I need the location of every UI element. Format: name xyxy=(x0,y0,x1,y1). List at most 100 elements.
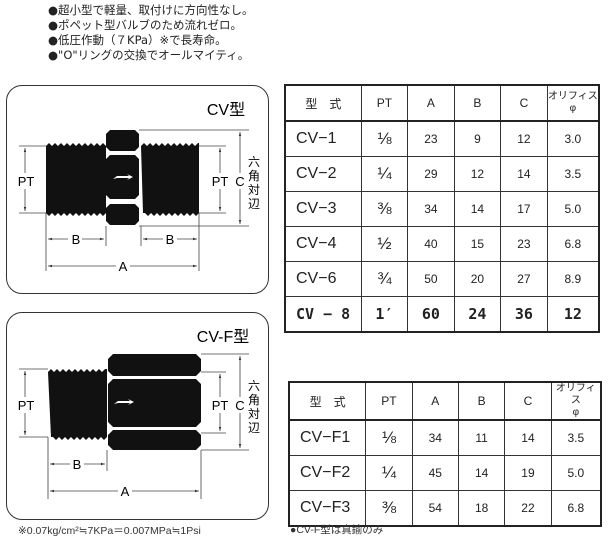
pt-cell: ¼ xyxy=(360,156,409,192)
column-header: C xyxy=(500,84,548,122)
model-cell: CV − 8 xyxy=(284,296,362,333)
b-cell: 14 xyxy=(453,191,502,227)
b-cell: 12 xyxy=(453,156,502,192)
c-cell: 22 xyxy=(504,490,552,527)
b-label: B xyxy=(72,232,81,247)
column-header: 型 式 xyxy=(284,84,362,122)
column-header: 型 式 xyxy=(288,381,367,421)
pt-cell: ¼ xyxy=(365,455,413,491)
model-cell: CV−2 xyxy=(284,156,362,192)
column-header: B xyxy=(453,84,502,122)
c-cell: 14 xyxy=(504,419,552,456)
pt-label: PT xyxy=(18,398,35,413)
orifice-cell: 3.0 xyxy=(546,120,600,157)
c-cell: 17 xyxy=(500,191,548,227)
b-cell: 24 xyxy=(453,296,502,333)
pt-cell: ⅛ xyxy=(365,419,413,456)
a-cell: 29 xyxy=(407,156,455,192)
column-header: A xyxy=(411,381,459,421)
a-label: A xyxy=(121,484,130,499)
hex-label: 角 xyxy=(248,393,260,407)
c-cell: 23 xyxy=(500,226,548,262)
hex-label: 六 xyxy=(248,155,260,169)
column-header: B xyxy=(457,381,506,421)
c-cell: 12 xyxy=(500,120,548,157)
b-label: B xyxy=(166,232,175,247)
c-cell: 36 xyxy=(500,296,548,333)
a-cell: 34 xyxy=(411,419,459,456)
material-note: ●CV-F型は真鍮のみ xyxy=(290,524,384,536)
c-cell: 27 xyxy=(500,261,548,297)
orifice-cell: 6.8 xyxy=(550,490,602,527)
b-cell: 20 xyxy=(453,261,502,297)
model-cell: CV−1 xyxy=(284,120,362,157)
hex-label: 角 xyxy=(248,169,260,183)
b-cell: 14 xyxy=(457,455,506,491)
orifice-cell: 8.9 xyxy=(546,261,600,297)
diagram-title: CV-F型 xyxy=(197,328,249,346)
hex-label: 対 xyxy=(248,183,260,197)
c-cell: 14 xyxy=(500,156,548,192)
hex-label: 対 xyxy=(248,407,260,421)
hex-label: 辺 xyxy=(248,421,260,435)
feature-item: ●低圧作動（７KPa）※で長寿命。 xyxy=(48,33,227,47)
pt-cell: ⅛ xyxy=(360,120,409,157)
b-cell: 11 xyxy=(457,419,506,456)
flow-arrow-icon xyxy=(113,174,133,180)
a-cell: 40 xyxy=(407,226,455,262)
feature-list: ●超小型で軽量、取付けに方向性なし。 ●ポペット型バルブのため流れゼロ。 ●低圧… xyxy=(48,3,254,63)
cv-diagram-panel: CV型 PT PT C B B A 六 角 対 xyxy=(6,85,269,294)
a-cell: 50 xyxy=(407,261,455,297)
cvf-diagram-panel: CV-F型 PT PT C B A 六 角 対 辺 xyxy=(6,312,269,520)
pt-cell: ½ xyxy=(360,226,409,262)
feature-item: ●超小型で軽量、取付けに方向性なし。 xyxy=(48,3,254,17)
orifice-cell: 3.5 xyxy=(546,156,600,192)
pt-label: PT xyxy=(212,174,229,189)
b-cell: 9 xyxy=(453,120,502,157)
orifice-cell: 6.8 xyxy=(546,226,600,262)
orifice-cell: 5.0 xyxy=(550,455,602,491)
pt-cell: ⅜ xyxy=(365,490,413,527)
a-cell: 54 xyxy=(411,490,459,527)
orifice-cell: 3.5 xyxy=(550,419,602,456)
cvf-diagram: CV-F型 PT PT C B A 六 角 対 辺 xyxy=(15,328,260,499)
c-label: C xyxy=(235,398,244,413)
b-cell: 15 xyxy=(453,226,502,262)
column-header: A xyxy=(407,84,455,122)
hex-body xyxy=(108,354,201,450)
b-label: B xyxy=(73,457,82,472)
b-cell: 18 xyxy=(457,490,506,527)
left-thread xyxy=(46,143,106,216)
a-cell: 45 xyxy=(411,455,459,491)
thread xyxy=(48,369,107,440)
model-cell: CV−6 xyxy=(284,261,362,297)
column-header: C xyxy=(504,381,552,421)
a-cell: 23 xyxy=(407,120,455,157)
flow-arrow-icon xyxy=(114,399,134,405)
model-cell: CV−F1 xyxy=(288,419,367,456)
c-label: C xyxy=(235,174,244,189)
diagram-title: CV型 xyxy=(207,101,245,119)
model-cell: CV−F2 xyxy=(288,455,367,491)
hex-label: 辺 xyxy=(248,197,260,211)
column-header: オリフィス φ xyxy=(546,84,600,122)
orifice-cell: 5.0 xyxy=(546,191,600,227)
column-header: オリフィス φ xyxy=(550,381,602,421)
model-cell: CV−F3 xyxy=(288,490,367,527)
pressure-note: ※0.07kg/cm²≒7KPa＝0.007MPa≒1Psi xyxy=(18,525,201,537)
feature-item: ●ポペット型バルブのため流れゼロ。 xyxy=(48,18,243,32)
column-header: PT xyxy=(360,84,409,122)
feature-item: ●"O"リングの交換でオールマイティ。 xyxy=(48,48,250,62)
